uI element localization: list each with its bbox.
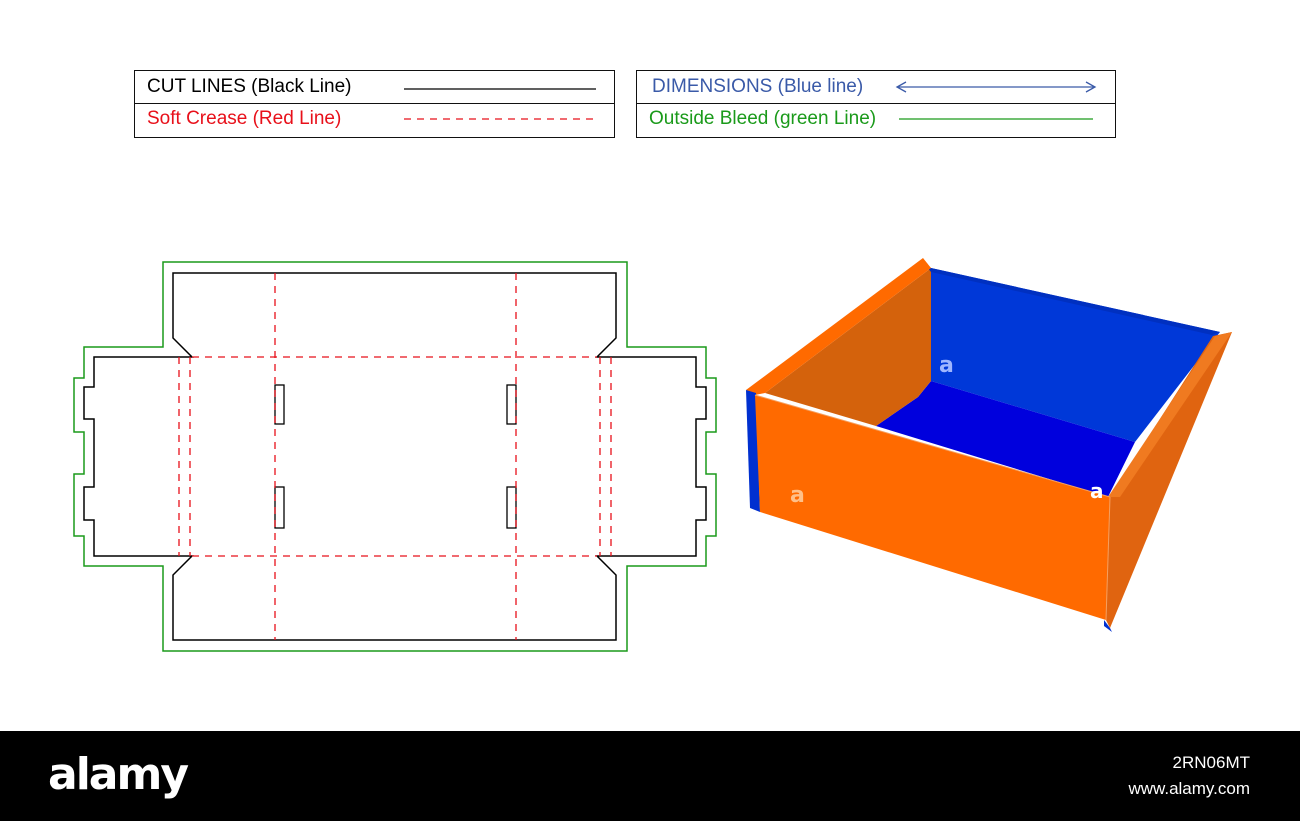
cut-line-sample [404, 88, 596, 90]
diagram-canvas: a a a [73, 258, 1232, 652]
box-face-mark-back: a [939, 353, 954, 378]
dimension-arrow-sample [895, 81, 1097, 93]
legend-soft-crease-label: Soft Crease (Red Line) [147, 108, 342, 129]
box-left-rim [746, 258, 931, 395]
box-floor [876, 381, 1135, 497]
box-face-mark-front: a [790, 483, 805, 508]
legend-cut-lines-label: CUT LINES (Black Line) [147, 76, 352, 97]
bleed-line-sample [899, 118, 1093, 120]
legend-row-outside-bleed: Outside Bleed (green Line) [637, 103, 1115, 135]
site-url-link[interactable]: www.alamy.com [1128, 779, 1250, 798]
soft-crease-line-sample [404, 118, 596, 120]
box-edge-highlight-2 [1105, 496, 1111, 621]
legend-row-dimensions: DIMENSIONS (Blue line) [637, 71, 1115, 104]
box-front-wall [755, 395, 1110, 620]
soft-crease-lines [178, 273, 612, 640]
slot-upper-right [506, 384, 517, 425]
legend-box-right: DIMENSIONS (Blue line) Outside Bleed (gr… [636, 70, 1116, 138]
brand-logo[interactable]: alamy [48, 749, 189, 800]
slot-lower-left [274, 486, 285, 529]
box-right-edge [1104, 620, 1112, 632]
box-face-mark-right: a [1090, 479, 1104, 503]
legend-row-cut-lines: CUT LINES (Black Line) [135, 71, 614, 104]
box-back-rim [923, 262, 1220, 335]
image-id-text: 2RN06MT [1172, 753, 1250, 772]
legend-box-left: CUT LINES (Black Line) Soft Crease (Red … [134, 70, 615, 138]
dieline [73, 261, 717, 652]
box-left-inner-wall [765, 268, 931, 426]
box-back-wall [931, 268, 1220, 442]
slot-upper-left [274, 384, 285, 425]
box-right-rim [1108, 332, 1232, 497]
slot-lower-right [506, 486, 517, 529]
box-edge-highlight-1 [754, 394, 1111, 498]
box-3d-mockup: a a a [746, 258, 1232, 632]
cut-outline [83, 272, 707, 641]
box-right-wall [1106, 332, 1232, 628]
watermark-footer: alamy 2RN06MT www.alamy.com [0, 731, 1300, 821]
legend-outside-bleed-label: Outside Bleed (green Line) [649, 108, 877, 129]
legend-row-soft-crease: Soft Crease (Red Line) [135, 103, 614, 135]
outside-bleed-outline [73, 261, 717, 652]
legend-dimensions-label: DIMENSIONS (Blue line) [652, 76, 864, 97]
